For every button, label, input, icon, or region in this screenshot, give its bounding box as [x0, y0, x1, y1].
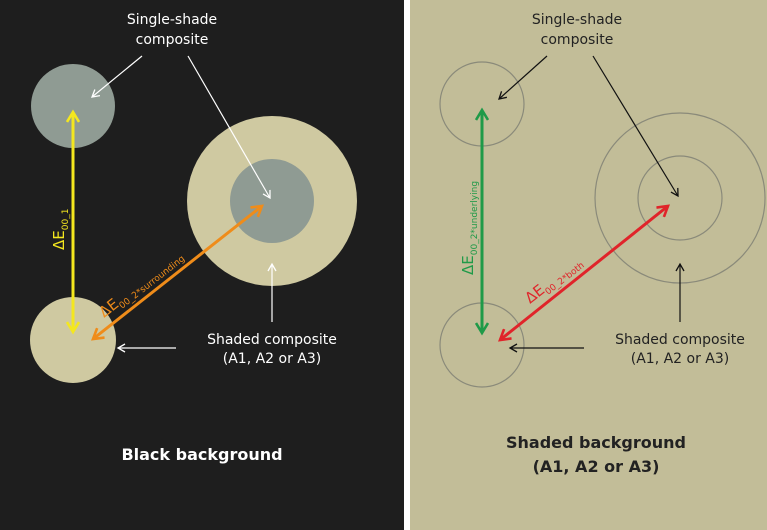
- right-shaded-label-line1: Shaded composite: [615, 332, 745, 348]
- left-pointer-to-top-circle: [90, 55, 143, 98]
- right-single-shade-label-line1: Single-shade: [532, 12, 622, 28]
- right-shaded-label-line2: (A1, A2 or A3): [631, 351, 730, 367]
- right-single-shade-inner-circle: [637, 155, 723, 241]
- right-panel: Single-shade composite Shaded composite …: [410, 0, 767, 530]
- right-delta-vertical-sub: 00_2*underlying: [470, 181, 480, 255]
- left-single-shade-circle: [31, 64, 115, 148]
- left-single-shade-inner-circle: [230, 159, 314, 243]
- left-pointer-to-inner-circle: [187, 55, 271, 200]
- left-delta-diagonal-arrow: [93, 206, 262, 339]
- left-shaded-label-line1: Shaded composite: [207, 332, 337, 348]
- right-pointer-to-top-circle: [498, 55, 548, 100]
- right-pointer-to-inner-circle: [592, 55, 679, 198]
- left-single-shade-label-line1: Single-shade: [127, 12, 217, 28]
- left-background-title: Black background: [121, 445, 282, 464]
- left-delta-vertical-label: ΔE00_1: [50, 209, 71, 250]
- right-single-shade-label-line2: composite: [541, 32, 614, 48]
- right-delta-vertical-main: ΔE: [459, 255, 477, 275]
- right-delta-vertical-label: ΔE00_2*underlying: [459, 181, 480, 275]
- left-delta-vertical-main: ΔE: [50, 230, 68, 250]
- right-delta-diagonal-arrow: [500, 206, 668, 340]
- left-single-shade-label-line2: composite: [136, 32, 209, 48]
- left-delta-vertical-sub: 00_1: [61, 209, 71, 231]
- right-background-title-line2: (A1, A2 or A3): [533, 457, 660, 476]
- left-panel: Single-shade composite Shaded composite …: [0, 0, 404, 530]
- left-shaded-label-line2: (A1, A2 or A3): [223, 351, 322, 367]
- right-background-title-line1: Shaded background: [506, 433, 686, 452]
